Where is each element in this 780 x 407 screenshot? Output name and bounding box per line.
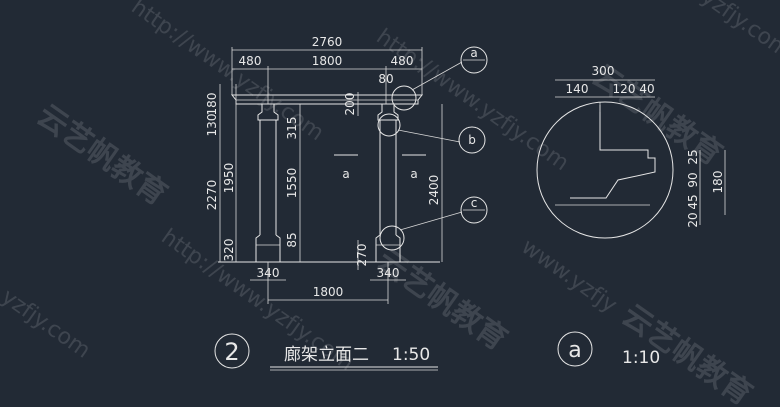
right-column-base xyxy=(375,234,401,262)
right-column xyxy=(375,104,401,262)
detail-tag-circle xyxy=(557,331,593,367)
bottom-dimensions: 340 340 1800 xyxy=(250,262,406,304)
left-column-capital xyxy=(257,104,279,121)
detail-circle-b xyxy=(377,113,401,137)
dim-bottom-1800: 1800 xyxy=(313,285,344,299)
dim-top-80: 80 xyxy=(378,72,393,86)
watermark-url-6: yzfjy.com xyxy=(697,0,780,64)
detail-dim-300: 300 xyxy=(592,64,615,78)
detail-dim-20: 20 xyxy=(686,212,700,227)
detail-a: 300 140 120 40 25 90 45 20 180 a 1:10 xyxy=(536,64,726,368)
detail-circle-c xyxy=(379,225,405,251)
watermark-url-5: yzfjy.com xyxy=(0,284,95,363)
drawing-scale: 1:50 xyxy=(392,345,430,365)
detail-dim-180: 180 xyxy=(711,171,725,194)
dim-left-180: 180 xyxy=(205,93,219,116)
leader-a xyxy=(411,61,463,91)
section-mark-right: a xyxy=(410,167,417,181)
detail-scale: 1:10 xyxy=(622,348,660,368)
dim-inner-200: 200 xyxy=(343,93,357,116)
inner-dimensions: 315 1550 85 200 270 2400 xyxy=(285,92,443,270)
dim-left-130: 130 xyxy=(205,114,219,137)
leader-b xyxy=(397,129,461,143)
dim-top-overall: 2760 xyxy=(312,35,343,49)
dim-left-2270: 2270 xyxy=(205,180,219,211)
dim-top-right: 480 xyxy=(391,54,414,68)
detail-circle-a xyxy=(391,85,417,111)
dim-top-mid: 1800 xyxy=(312,54,343,68)
watermark-cn-1: 云艺帆教育 xyxy=(30,98,173,213)
left-column-base xyxy=(255,234,281,262)
detail-a-edges xyxy=(555,102,650,206)
callout-c-bubble xyxy=(460,196,488,224)
drawing-title: 廊架立面二 xyxy=(284,345,369,365)
dim-inner-1550: 1550 xyxy=(285,168,299,199)
dim-right-2400: 2400 xyxy=(427,175,441,206)
watermark-url-4: www.yzfjy xyxy=(517,234,622,318)
dim-inner-85: 85 xyxy=(285,232,299,247)
dim-left-1950: 1950 xyxy=(222,163,236,194)
detail-dim-140: 140 xyxy=(566,82,589,96)
detail-dim-25: 25 xyxy=(686,149,700,164)
dim-top-left: 480 xyxy=(239,54,262,68)
detail-dim-40: 40 xyxy=(639,82,654,96)
title-number-circle xyxy=(214,333,250,369)
callout-a-bubble xyxy=(460,46,488,74)
left-dimensions: 180 130 2270 1950 320 xyxy=(205,84,237,262)
detail-tag: a xyxy=(568,338,581,363)
left-column xyxy=(255,104,281,262)
callout-b-label: b xyxy=(468,133,476,147)
top-dimensions: 2760 480 1800 480 80 xyxy=(231,35,423,104)
title-number: 2 xyxy=(224,338,239,366)
leader-c xyxy=(399,211,463,231)
section-mark-left: a xyxy=(342,167,349,181)
detail-a-circle xyxy=(536,101,674,239)
detail-dim-45: 45 xyxy=(686,194,700,209)
dim-inner-315: 315 xyxy=(285,117,299,140)
dim-inner-270: 270 xyxy=(355,244,369,267)
callout-a-label: a xyxy=(470,46,477,60)
callout-b-bubble xyxy=(458,126,486,154)
right-column-capital xyxy=(377,104,399,121)
title-block: 2 廊架立面二 1:50 xyxy=(214,333,438,371)
callout-c-label: c xyxy=(471,196,478,210)
detail-dim-90: 90 xyxy=(686,172,700,187)
detail-a-profile xyxy=(570,105,656,199)
detail-dim-120: 120 xyxy=(613,82,636,96)
dim-left-320: 320 xyxy=(222,239,236,262)
